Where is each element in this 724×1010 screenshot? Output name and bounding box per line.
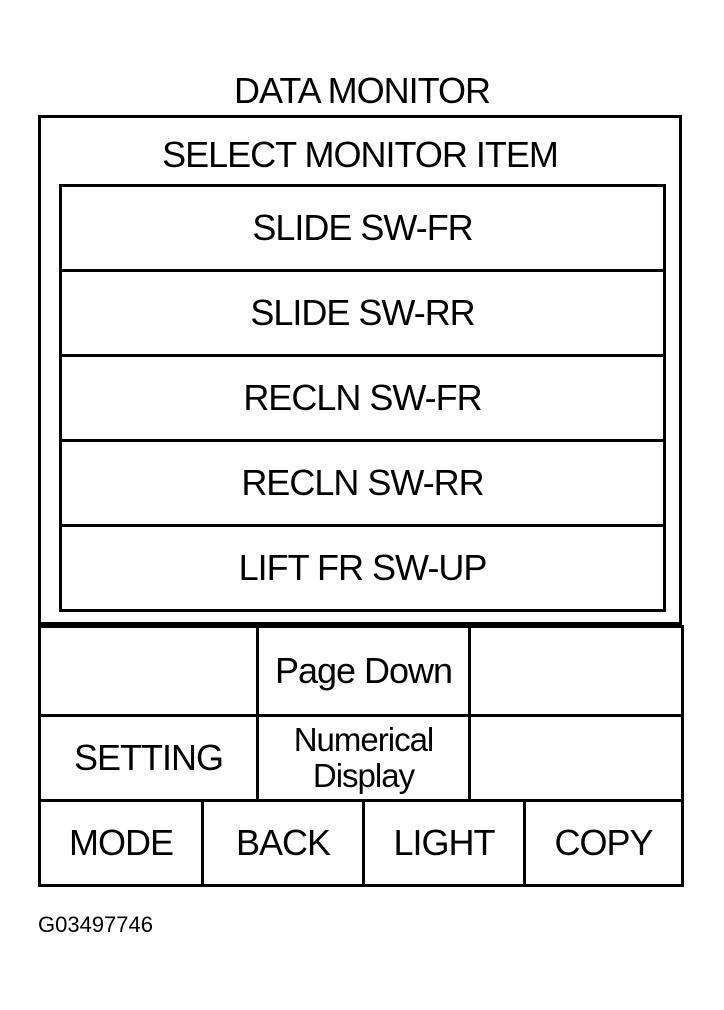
blank-button-3[interactable] bbox=[468, 714, 684, 802]
screen-title: DATA MONITOR bbox=[233, 70, 491, 111]
copy-button[interactable]: COPY bbox=[523, 799, 684, 887]
monitor-item-slide-sw-fr[interactable]: SLIDE SW-FR bbox=[62, 187, 663, 272]
select-monitor-heading: SELECT MONITOR ITEM bbox=[162, 134, 559, 175]
monitor-item-recln-sw-rr[interactable]: RECLN SW-RR bbox=[62, 442, 663, 527]
numerical-display-label-line1: Numerical bbox=[293, 721, 435, 758]
light-button[interactable]: LIGHT bbox=[362, 799, 526, 887]
monitor-frame: SELECT MONITOR ITEM SLIDE SW-FR SLIDE SW… bbox=[38, 115, 682, 625]
back-button[interactable]: BACK bbox=[201, 799, 365, 887]
monitor-item-lift-fr-sw-up[interactable]: LIFT FR SW-UP bbox=[238, 547, 488, 588]
mode-button[interactable]: MODE bbox=[38, 799, 204, 887]
setting-button[interactable]: SETTING bbox=[38, 714, 259, 802]
numerical-display-label-line2: Display bbox=[312, 757, 415, 794]
blank-button-2[interactable] bbox=[468, 625, 684, 717]
numerical-display-button[interactable]: Numerical Display bbox=[256, 714, 471, 802]
page-down-button[interactable]: Page Down bbox=[256, 625, 471, 717]
button-panel: Page Down SETTING Numerical Display MODE… bbox=[38, 625, 684, 887]
monitor-item-list: SLIDE SW-FR SLIDE SW-RR RECLN SW-FR RECL… bbox=[59, 184, 666, 612]
monitor-item-recln-sw-fr[interactable]: RECLN SW-FR bbox=[62, 357, 663, 442]
figure-id: G03497746 bbox=[38, 912, 153, 937]
blank-button-1[interactable] bbox=[38, 625, 259, 717]
monitor-item-slide-sw-rr[interactable]: SLIDE SW-RR bbox=[62, 272, 663, 357]
